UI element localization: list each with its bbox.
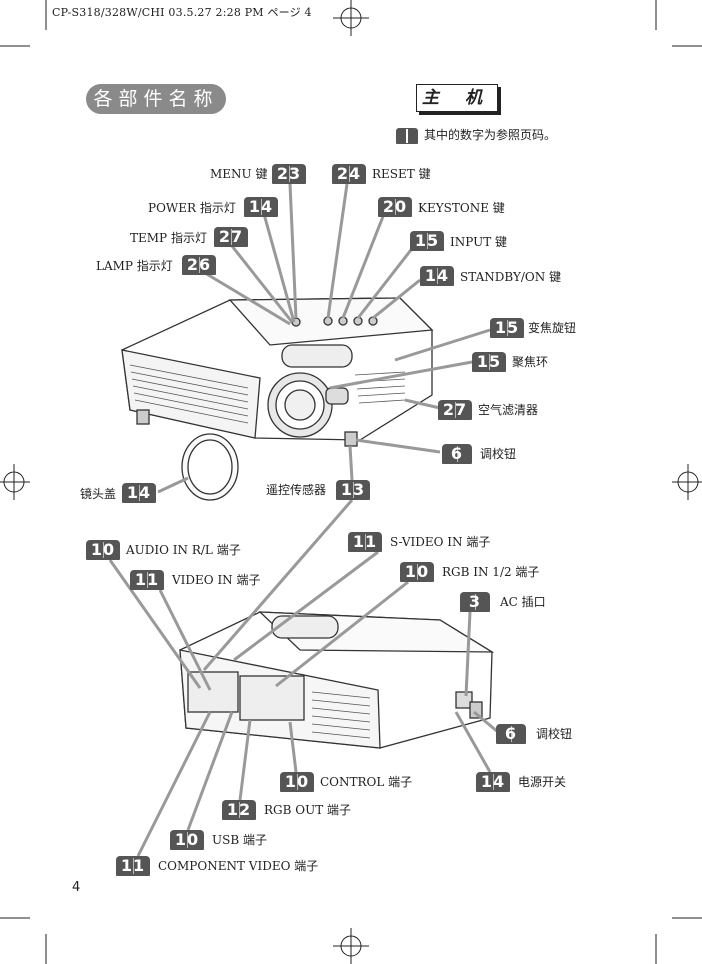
callout-badge-video-in: 11 xyxy=(130,570,164,590)
callout-label-video-in: VIDEO IN 端子 xyxy=(172,573,261,587)
callout-badge-ac-inlet: 3 xyxy=(460,592,490,612)
callout-label-ac-inlet: AC 插口 xyxy=(500,595,546,609)
callout-badge-control: 10 xyxy=(280,772,314,792)
callout-label-s-video: S-VIDEO IN 端子 xyxy=(390,535,491,549)
page-number: 4 xyxy=(72,880,81,895)
callout-badge-temp: 27 xyxy=(214,227,248,247)
callout-label-standby: STANDBY/ON 键 xyxy=(460,270,562,284)
callout-label-power: POWER 指示灯 xyxy=(148,201,236,215)
print-header: CP-S318/328W/CHI 03.5.27 2:28 PM ページ 4 xyxy=(52,6,312,19)
callout-label-audio-in: AUDIO IN R/L 端子 xyxy=(126,543,241,557)
projector-front-drawing xyxy=(121,297,434,501)
callout-label-rgb-in: RGB IN 1/2 端子 xyxy=(442,565,540,579)
callout-badge-s-video: 11 xyxy=(348,532,382,552)
callout-badge-power: 14 xyxy=(244,197,278,217)
callout-badge-focus: 15 xyxy=(472,352,506,372)
leader-lines xyxy=(108,183,511,857)
callout-badge-elevator-rear: 6 xyxy=(496,724,526,744)
callout-badge-input: 15 xyxy=(410,231,444,251)
callout-badge-standby: 14 xyxy=(420,266,454,286)
callout-label-temp: TEMP 指示灯 xyxy=(130,231,207,245)
callout-label-air-filter: 空气滤清器 xyxy=(478,403,539,417)
callout-label-remote-sensor: 遥控传感器 xyxy=(266,483,327,497)
callout-label-zoom: 变焦旋钮 xyxy=(528,321,577,335)
section-title: 各部件名称 xyxy=(86,84,226,114)
book-icon xyxy=(396,127,418,144)
callout-badge-reset: 24 xyxy=(332,164,366,184)
callout-badge-elevator-front: 6 xyxy=(442,444,472,464)
callout-label-elevator-front: 调校钮 xyxy=(480,447,517,461)
callout-badge-air-filter: 27 xyxy=(438,400,472,420)
callout-label-usb: USB 端子 xyxy=(212,833,267,847)
callout-badge-rgb-out: 12 xyxy=(222,800,256,820)
callout-badge-lamp: 26 xyxy=(182,255,216,275)
callout-label-focus: 聚焦环 xyxy=(512,355,549,369)
callout-label-keystone: KEYSTONE 键 xyxy=(418,201,505,215)
callout-label-reset: RESET 键 xyxy=(372,167,431,181)
main-unit-label: 主 机 xyxy=(416,84,498,112)
note-text: 其中的数字为参照页码。 xyxy=(424,128,557,142)
callout-badge-menu: 23 xyxy=(272,164,306,184)
callout-badge-power-switch: 14 xyxy=(476,772,510,792)
callout-label-input: INPUT 键 xyxy=(450,235,508,249)
callout-badge-component-video: 11 xyxy=(116,856,150,876)
callout-label-component-video: COMPONENT VIDEO 端子 xyxy=(158,859,319,873)
callout-label-elevator-rear: 调校钮 xyxy=(536,727,573,741)
callout-label-menu: MENU 键 xyxy=(210,167,268,181)
callout-badge-audio-in: 10 xyxy=(86,540,120,560)
callout-badge-remote-sensor: 13 xyxy=(336,480,370,500)
callout-badge-keystone: 20 xyxy=(378,197,412,217)
callout-label-lens-cap: 镜头盖 xyxy=(80,487,117,501)
projector-rear-drawing xyxy=(179,611,495,749)
callout-badge-zoom: 15 xyxy=(490,318,524,338)
callout-label-lamp: LAMP 指示灯 xyxy=(96,259,173,273)
callout-badge-lens-cap: 14 xyxy=(122,483,156,503)
callout-label-control: CONTROL 端子 xyxy=(320,775,413,789)
callout-badge-usb: 10 xyxy=(170,830,204,850)
callout-badge-rgb-in: 10 xyxy=(400,562,434,582)
callout-label-rgb-out: RGB OUT 端子 xyxy=(264,803,352,817)
reference-note: 其中的数字为参照页码。 xyxy=(396,126,556,144)
callout-label-power-switch: 电源开关 xyxy=(518,775,567,789)
